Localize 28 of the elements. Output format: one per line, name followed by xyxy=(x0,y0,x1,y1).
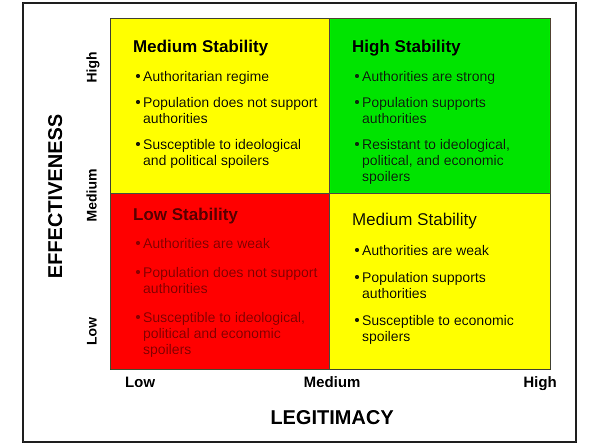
bullet-item: Authorities are strong xyxy=(352,68,496,84)
bullet-item: Authorities are weak xyxy=(133,235,270,251)
quadrant xyxy=(329,18,551,194)
bullet-item: Susceptible to economic spoilers xyxy=(352,312,542,344)
bullet-item: Susceptible to ideological, political and economic spoilers xyxy=(133,309,323,357)
quadrant xyxy=(329,193,551,370)
axis-tick-label: High xyxy=(523,374,557,392)
bullet-item: Authoritarian regime xyxy=(133,68,270,84)
bullet-item: Susceptible to ideological and political spoilers xyxy=(133,136,323,168)
axis-title: EFFECTIVENESS xyxy=(45,114,67,278)
quadrant-heading: Low Stability xyxy=(133,205,238,225)
quadrant-heading: High Stability xyxy=(352,37,461,57)
bullet-item: Population does not support authorities xyxy=(133,94,323,126)
axis-tick-label: High xyxy=(84,51,100,83)
bullet-item: Population does not support authorities xyxy=(133,264,323,296)
axis-title: LEGITIMACY xyxy=(270,407,394,429)
bullet-item: Population supports authorities xyxy=(352,94,542,126)
bullet-item: Resistant to ideological, political, and economic spoilers xyxy=(352,136,542,184)
quadrant-heading: Medium Stability xyxy=(133,37,268,57)
axis-tick-label: Low xyxy=(84,317,100,345)
axis-tick-label: Medium xyxy=(84,168,100,222)
axis-tick-label: Medium xyxy=(304,374,360,392)
axis-tick-label: Low xyxy=(125,374,155,392)
quadrant xyxy=(110,193,330,370)
quadrant-heading: Medium Stability xyxy=(352,210,477,230)
quadrant xyxy=(110,18,330,194)
bullet-item: Population supports authorities xyxy=(352,269,542,301)
bullet-item: Authorities are weak xyxy=(352,242,489,258)
